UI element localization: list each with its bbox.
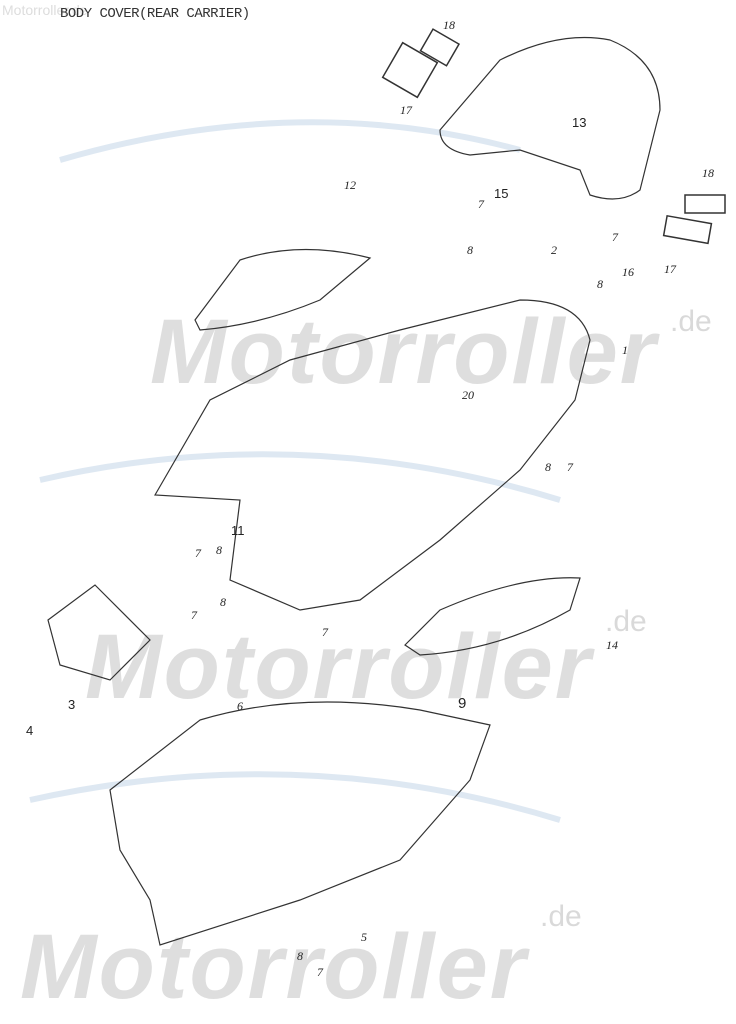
callout-8: 8 xyxy=(545,460,551,474)
callout-16: 16 xyxy=(622,265,634,279)
callout-7: 7 xyxy=(612,230,618,244)
callout-17: 17 xyxy=(400,103,412,117)
callout-20: 20 xyxy=(462,388,474,402)
rear-carrier xyxy=(439,36,661,200)
watermark-small: Motorroller.de xyxy=(2,2,88,18)
callout-14: 14 xyxy=(606,638,618,652)
callout-5: 5 xyxy=(361,930,367,944)
watermark-brand: Motorroller xyxy=(85,616,593,718)
callout-8: 8 xyxy=(220,595,226,609)
callout-7: 7 xyxy=(317,965,323,979)
callout-12: 12 xyxy=(344,178,356,192)
watermark-suffix: .de xyxy=(540,900,582,933)
callout-7: 7 xyxy=(478,197,484,211)
body-cover-main xyxy=(153,299,591,611)
side-cover-right-14 xyxy=(404,577,581,656)
callout-17: 17 xyxy=(664,262,676,276)
callout-8: 8 xyxy=(467,243,473,257)
callout-13: 13 xyxy=(572,115,587,130)
callout-18: 18 xyxy=(443,18,455,32)
callout-7: 7 xyxy=(322,625,328,639)
callout-6: 6 xyxy=(237,699,243,713)
callout-15: 15 xyxy=(494,186,509,201)
watermark-brand: Motorroller xyxy=(20,916,528,1018)
watermark-suffix: .de xyxy=(605,605,647,638)
cover-3 xyxy=(47,584,151,681)
lower-cover-5 xyxy=(109,701,491,946)
callout-2: 2 xyxy=(551,243,557,257)
callout-9: 9 xyxy=(458,695,467,712)
callout-7: 7 xyxy=(195,546,201,560)
callout-3: 3 xyxy=(68,697,76,712)
side-cover-left-12 xyxy=(194,248,372,331)
callout-8: 8 xyxy=(216,543,222,557)
callout-18: 18 xyxy=(702,166,714,180)
watermark-swoosh xyxy=(29,119,561,823)
callout-7: 7 xyxy=(567,460,573,474)
diagram-title: BODY COVER(REAR CARRIER) xyxy=(60,6,250,22)
callout-11: 11 xyxy=(231,523,245,538)
callout-8: 8 xyxy=(297,949,303,963)
callout-7: 7 xyxy=(191,608,197,622)
callout-4: 4 xyxy=(26,723,34,738)
callout-1: 1 xyxy=(622,343,628,357)
bolts xyxy=(381,28,726,245)
callout-8: 8 xyxy=(597,277,603,291)
watermark-brand: Motorroller xyxy=(150,301,658,403)
watermark-suffix: .de xyxy=(670,305,712,338)
